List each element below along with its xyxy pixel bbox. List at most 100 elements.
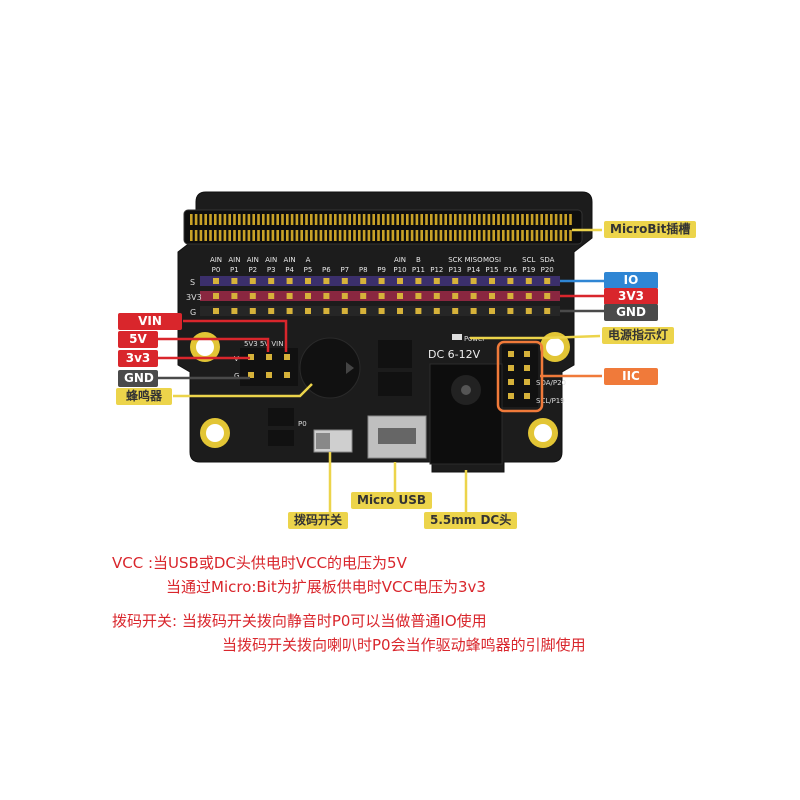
pin-function-label: AIN [210,256,222,264]
header-pin [433,278,440,284]
slot-pin [473,214,476,225]
header-pin [231,293,238,299]
iic-pin [524,379,530,385]
slot-pin [310,230,313,241]
slot-pin [238,230,241,241]
pin-label: P16 [504,266,518,274]
left-header-pin [266,354,272,360]
slot-pin [473,230,476,241]
iic-header [502,345,538,407]
header-pin [249,278,256,284]
header-pin [378,308,385,314]
header-pin [249,308,256,314]
callout-3v3-left: 3v3 [118,350,158,367]
slot-pin [233,230,236,241]
left-header-pin [266,372,272,378]
slot-pin [526,214,529,225]
slot-pin [257,214,260,225]
slot-pin [358,230,361,241]
slot-pin [492,230,495,241]
header-pin [415,308,422,314]
header-pin [544,308,551,314]
header-pin [470,278,477,284]
slot-pin [362,230,366,241]
slot-pin [458,230,462,241]
pin-function-label: SDA [540,256,555,264]
slot-pin [516,230,519,241]
pin-function-label: SCK [448,256,462,264]
pin-function-label: MOSI [483,256,501,264]
pin-label: P8 [359,266,368,274]
slot-pin [497,214,500,225]
iic-pin2-label: SCL/P19 [536,397,565,405]
slot-pin [482,214,486,225]
callout-iic: IIC [604,368,658,385]
iic-pin [508,365,514,371]
pin-label: P5 [304,266,313,274]
slot-pin [295,214,299,225]
dc-label: DC 6-12V [428,348,481,361]
header-pin [397,293,403,299]
pin-function-label: MISO [465,256,484,264]
slot-pin [286,214,289,225]
slot-pin [199,230,203,241]
slot-pin [463,230,467,241]
slot-pin [454,230,457,241]
iic-pins [508,351,530,399]
slot-pin [410,214,414,225]
header-pin [452,278,459,284]
header-pin [544,278,551,284]
header-pin [286,293,293,299]
pin-label: P3 [267,266,276,274]
slot-pin [218,230,222,241]
slot-pin [300,230,303,241]
header-pin [525,308,532,314]
header-pin [213,293,219,299]
slot-pin [415,214,419,225]
iic-pin [524,393,530,399]
header-pin [268,278,275,284]
slot-pin [276,230,279,241]
slot-pin [554,230,558,241]
row-label-g: G [190,308,196,317]
chip [378,340,412,368]
slot-pin [502,230,505,241]
slot-pin [430,230,433,241]
slot-pin [559,214,563,225]
slot-pin [430,214,433,225]
header-pin [323,293,330,299]
slot-pin [262,230,265,241]
slot-pin [406,230,409,241]
buzzer [299,337,361,399]
slot-pin [521,214,524,225]
slot-pin [425,230,428,241]
slot-pin [218,214,222,225]
slot-pin [415,230,419,241]
header-pin [397,278,403,284]
header-pin [286,308,293,314]
pin-label: P12 [430,266,443,274]
slot-pin [334,230,337,241]
slot-pin [209,230,212,241]
pin-label: P1 [230,266,239,274]
slot-pin [324,230,327,241]
slot-pin [396,214,399,225]
callout-vin: VIN [118,313,182,330]
slot-pin [372,230,375,241]
pin-label: P6 [322,266,331,274]
row-label-s: S [190,278,195,287]
slot-pin [290,230,294,241]
slot-pin [396,230,399,241]
header-pin [525,293,532,299]
pin-function-label: AIN [265,256,277,264]
slot-pin [554,214,558,225]
slot-pin [252,214,255,225]
header-pin [360,293,367,299]
slot-pin [214,230,217,241]
pin-label: P15 [485,266,498,274]
slot-pins [190,214,572,241]
slot-pin [209,214,212,225]
p0-label: P0 [298,420,307,428]
slot-pin [559,230,563,241]
